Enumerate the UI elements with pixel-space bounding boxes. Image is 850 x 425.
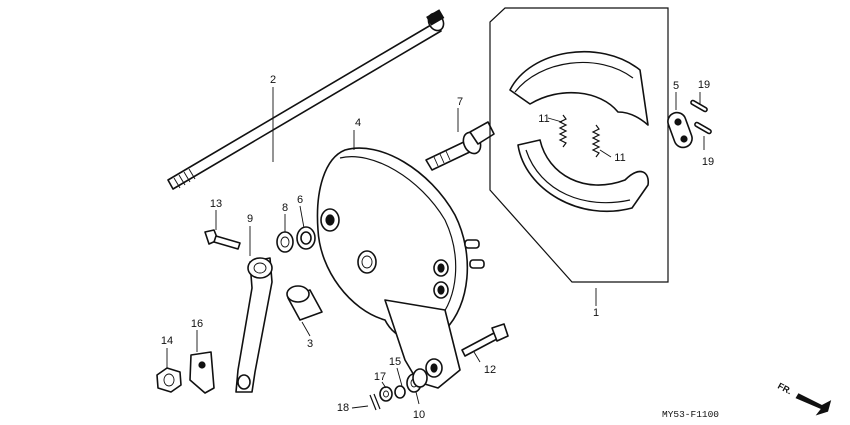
brake-cam-part bbox=[425, 121, 495, 171]
callout-18: 18 bbox=[337, 402, 349, 414]
bolt-part bbox=[204, 229, 241, 250]
brake-arm-part bbox=[235, 257, 273, 393]
front-direction-arrow: FR. bbox=[776, 381, 832, 416]
callout-1: 1 bbox=[593, 307, 599, 319]
callout-11-lower: 11 bbox=[614, 152, 625, 164]
callout-12: 12 bbox=[484, 364, 496, 376]
diagram-code: MY53-F1100 bbox=[662, 409, 719, 420]
callout-19-lower: 19 bbox=[702, 156, 714, 168]
callout-8: 8 bbox=[282, 202, 288, 214]
washer-seal-part bbox=[276, 226, 316, 253]
callout-17: 17 bbox=[374, 371, 386, 383]
callout-7: 7 bbox=[457, 96, 463, 108]
leader-lines bbox=[166, 87, 705, 409]
collar-part bbox=[286, 285, 323, 321]
pivot-bolt-part bbox=[461, 323, 509, 357]
callout-4: 4 bbox=[355, 117, 361, 129]
callout-3: 3 bbox=[307, 338, 313, 350]
brake-shoes-part bbox=[489, 7, 669, 283]
callout-9: 9 bbox=[247, 213, 253, 225]
callout-16: 16 bbox=[191, 318, 203, 330]
callout-numbers: 1 2 3 4 5 6 7 8 9 10 11 11 12 13 14 15 1… bbox=[161, 74, 714, 421]
callout-13: 13 bbox=[210, 198, 222, 210]
callout-11-upper: 11 bbox=[538, 113, 549, 125]
bracket-part bbox=[189, 351, 215, 394]
callout-15: 15 bbox=[389, 356, 401, 368]
callout-14: 14 bbox=[161, 335, 173, 347]
brake-panel-part bbox=[316, 147, 485, 389]
axle-shaft-part bbox=[167, 9, 445, 190]
nut-part bbox=[156, 367, 182, 393]
callout-5: 5 bbox=[673, 80, 679, 92]
callout-6: 6 bbox=[297, 194, 303, 206]
anchor-plate-part bbox=[667, 99, 712, 149]
callout-2: 2 bbox=[270, 74, 276, 86]
direction-label: FR. bbox=[776, 381, 793, 397]
callout-19-upper: 19 bbox=[698, 79, 710, 91]
small-hardware-part bbox=[369, 368, 428, 411]
callout-10: 10 bbox=[413, 409, 425, 421]
